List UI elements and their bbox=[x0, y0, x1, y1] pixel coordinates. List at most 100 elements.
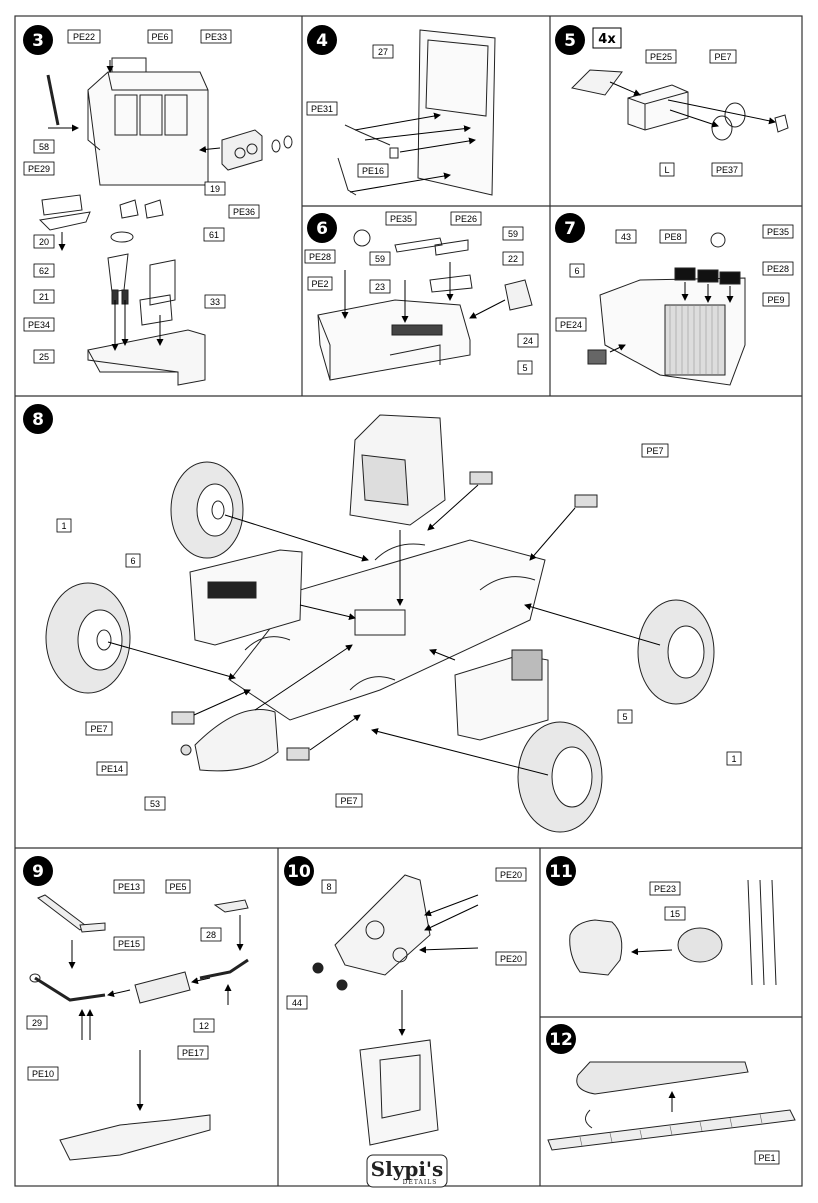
step-3-arrows bbox=[48, 60, 221, 351]
step-badge bbox=[284, 856, 314, 886]
part-label: 25 bbox=[33, 349, 55, 364]
svg-text:43: 43 bbox=[621, 232, 631, 242]
svg-text:62: 62 bbox=[39, 266, 49, 276]
svg-text:59: 59 bbox=[375, 254, 385, 264]
step-9-drawing bbox=[29, 894, 249, 1161]
step-8-arrows bbox=[107, 484, 661, 776]
svg-text:53: 53 bbox=[150, 799, 160, 809]
step-badge bbox=[23, 856, 53, 886]
step-5-panel: 5 4x PE25 PE7 L PE37 bbox=[555, 25, 789, 177]
svg-text:PE33: PE33 bbox=[205, 32, 227, 42]
svg-text:PE14: PE14 bbox=[101, 764, 123, 774]
part-label: PE14 bbox=[96, 761, 128, 776]
step-10-panel: 10 8 PE20 PE20 44 bbox=[284, 856, 527, 1146]
part-label: 59 bbox=[502, 226, 524, 241]
step-number: 7 bbox=[564, 219, 576, 239]
svg-text:Slypi's: Slypi's bbox=[371, 1157, 444, 1181]
part-label: 20 bbox=[33, 234, 55, 249]
svg-text:44: 44 bbox=[292, 998, 302, 1008]
svg-text:PE28: PE28 bbox=[767, 264, 789, 274]
part-label: PE31 bbox=[306, 101, 338, 116]
step-number: 4 bbox=[316, 31, 328, 51]
svg-text:61: 61 bbox=[209, 230, 219, 240]
svg-text:28: 28 bbox=[206, 930, 216, 940]
step-3-drawing bbox=[38, 57, 293, 386]
step-11-labels: PE23 15 bbox=[649, 881, 686, 921]
step-5-drawing bbox=[570, 69, 789, 141]
part-label: 23 bbox=[369, 279, 391, 294]
svg-text:5: 5 bbox=[622, 712, 627, 722]
part-label: 8 bbox=[321, 879, 337, 894]
step-10-drawing bbox=[312, 874, 439, 1146]
svg-text:22: 22 bbox=[508, 254, 518, 264]
step-badge bbox=[546, 1024, 576, 1054]
part-label: 43 bbox=[615, 229, 637, 244]
part-label: PE10 bbox=[27, 1066, 59, 1081]
svg-text:PE25: PE25 bbox=[650, 52, 672, 62]
step-number: 5 bbox=[564, 31, 576, 51]
svg-text:DETAILS: DETAILS bbox=[403, 1179, 438, 1186]
part-label: PE15 bbox=[113, 936, 145, 951]
svg-text:25: 25 bbox=[39, 352, 49, 362]
part-label: 53 bbox=[144, 796, 166, 811]
svg-text:6: 6 bbox=[130, 556, 135, 566]
step-6-panel: 6 PE35 PE26 59 PE28 PE2 59 22 23 bbox=[304, 211, 539, 381]
svg-text:1: 1 bbox=[731, 754, 736, 764]
svg-text:29: 29 bbox=[32, 1018, 42, 1028]
step-6-arrows bbox=[341, 262, 506, 323]
part-label: PE22 bbox=[67, 29, 101, 44]
part-label: PE6 bbox=[147, 29, 173, 44]
svg-text:59: 59 bbox=[508, 229, 518, 239]
svg-text:PE13: PE13 bbox=[118, 882, 140, 892]
svg-text:PE8: PE8 bbox=[664, 232, 681, 242]
svg-text:PE29: PE29 bbox=[28, 164, 50, 174]
part-label: 58 bbox=[33, 139, 55, 154]
step-number: 10 bbox=[287, 862, 311, 882]
svg-text:PE6: PE6 bbox=[151, 32, 168, 42]
step-4-drawing bbox=[337, 29, 496, 196]
part-label: PE23 bbox=[649, 881, 681, 896]
svg-text:PE17: PE17 bbox=[182, 1048, 204, 1058]
svg-text:PE37: PE37 bbox=[716, 165, 738, 175]
part-label: PE5 bbox=[165, 879, 191, 894]
part-label: 59 bbox=[369, 251, 391, 266]
step-7-arrows bbox=[609, 282, 734, 353]
part-label: PE35 bbox=[762, 224, 794, 239]
svg-text:12: 12 bbox=[199, 1021, 209, 1031]
step-6-labels: PE35 PE26 59 PE28 PE2 59 22 23 24 5 bbox=[304, 211, 539, 375]
part-label: 5 bbox=[617, 709, 633, 724]
part-label: PE16 bbox=[357, 163, 389, 178]
step-12-labels: PE1 bbox=[754, 1150, 780, 1165]
part-label: PE2 bbox=[307, 276, 333, 291]
svg-text:PE34: PE34 bbox=[28, 320, 50, 330]
svg-text:24: 24 bbox=[523, 336, 533, 346]
svg-text:PE1: PE1 bbox=[758, 1153, 775, 1163]
part-label: 6 bbox=[125, 553, 141, 568]
step-number: 8 bbox=[32, 410, 44, 430]
svg-text:PE23: PE23 bbox=[654, 884, 676, 894]
svg-text:PE10: PE10 bbox=[32, 1069, 54, 1079]
part-label: PE28 bbox=[762, 261, 794, 276]
step-number: 11 bbox=[549, 862, 573, 882]
step-12-drawing bbox=[547, 1061, 796, 1151]
step-11-panel: 11 PE23 15 bbox=[546, 856, 777, 986]
part-label: PE20 bbox=[495, 951, 527, 966]
svg-text:20: 20 bbox=[39, 237, 49, 247]
svg-text:15: 15 bbox=[670, 909, 680, 919]
step-badge bbox=[307, 25, 337, 55]
svg-text:PE2: PE2 bbox=[311, 279, 328, 289]
step-6-drawing bbox=[317, 229, 533, 381]
svg-text:PE7: PE7 bbox=[90, 724, 107, 734]
wheel bbox=[637, 599, 715, 705]
svg-text:PE15: PE15 bbox=[118, 939, 140, 949]
svg-text:PE26: PE26 bbox=[455, 214, 477, 224]
svg-text:PE5: PE5 bbox=[169, 882, 186, 892]
wheel bbox=[170, 461, 244, 559]
svg-text:PE28: PE28 bbox=[309, 252, 331, 262]
step-8-panel: 8 bbox=[23, 404, 742, 833]
step-badge bbox=[307, 213, 337, 243]
brand-logo: Slypi's DETAILS bbox=[366, 1154, 448, 1188]
wheel bbox=[45, 582, 131, 694]
part-label: PE7 bbox=[335, 793, 363, 808]
